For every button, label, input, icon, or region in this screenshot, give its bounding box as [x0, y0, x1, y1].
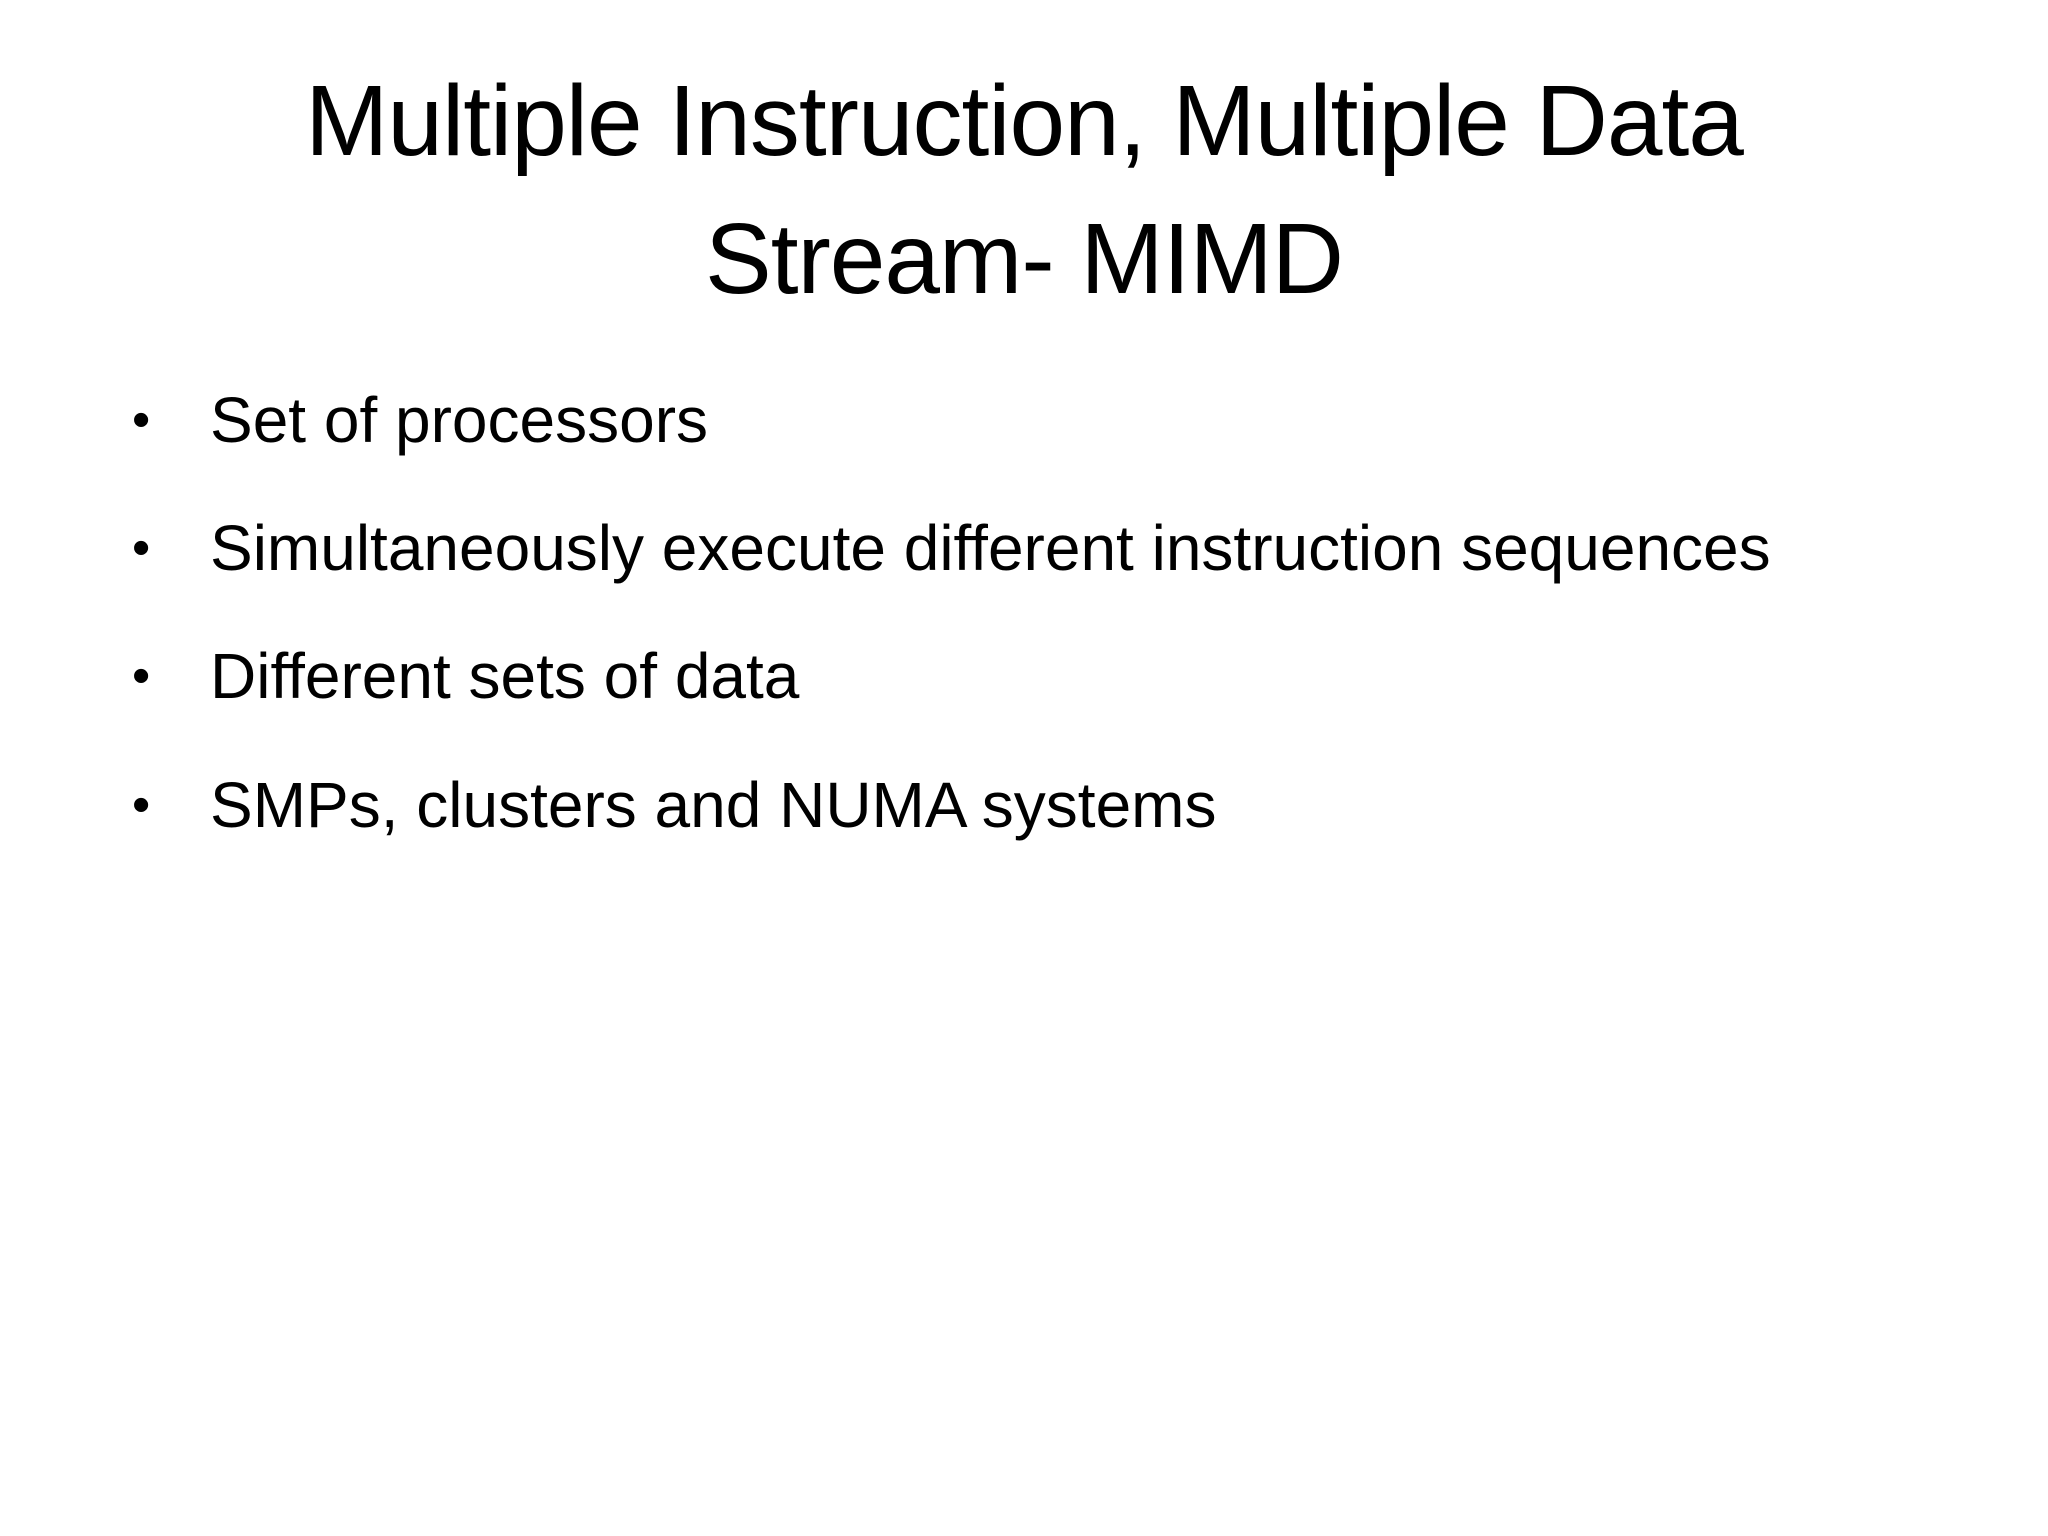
slide-title-line-2: Stream- MIMD	[705, 203, 1344, 315]
bullet-icon: •	[132, 647, 151, 706]
list-item: • SMPs, clusters and NUMA systems	[118, 757, 1818, 853]
bullet-list: • Set of processors • Simultaneously exe…	[118, 372, 1818, 885]
bullet-icon: •	[132, 391, 151, 449]
list-item: • Set of processors	[118, 372, 1818, 468]
slide-title: Multiple Instruction, Multiple Data Stre…	[90, 52, 1958, 328]
bullet-icon: •	[132, 775, 151, 834]
bullet-text: SMPs, clusters and NUMA systems	[210, 768, 1217, 841]
bullet-icon: •	[132, 519, 151, 578]
list-item: • Different sets of data	[118, 628, 1818, 724]
bullet-text: Different sets of data	[210, 640, 800, 713]
bullet-text: Simultaneously execute different instruc…	[210, 512, 1771, 585]
slide-title-line-1: Multiple Instruction, Multiple Data	[305, 65, 1744, 177]
bullet-text: Set of processors	[210, 384, 708, 456]
list-item: • Simultaneously execute different instr…	[118, 500, 1818, 596]
